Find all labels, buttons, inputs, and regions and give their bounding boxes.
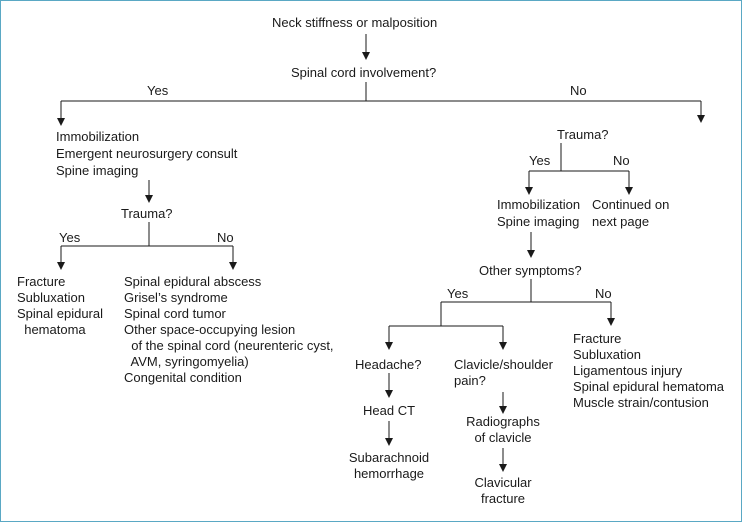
yes-label-left: Yes bbox=[59, 230, 81, 245]
left-management-line-3: Spine imaging bbox=[56, 163, 139, 178]
clavicular-fracture-line-1: Clavicular bbox=[474, 475, 532, 490]
head-ct: Head CT bbox=[363, 403, 416, 418]
left-yes-item-2: Subluxation bbox=[17, 290, 85, 305]
radiographs-line-2: of clavicle bbox=[474, 430, 532, 445]
no-label-right: No bbox=[613, 153, 630, 168]
yes-label-other: Yes bbox=[447, 286, 469, 301]
left-no-item-3: Spinal cord tumor bbox=[124, 306, 226, 321]
left-no-item-2: Grisel’s syndrome bbox=[124, 290, 228, 305]
right-no-item-2: Subluxation bbox=[573, 347, 641, 362]
spinal-cord-question: Spinal cord involvement? bbox=[291, 65, 437, 80]
start-node: Neck stiffness or malposition bbox=[272, 15, 438, 30]
left-yes-item-1: Fracture bbox=[17, 274, 66, 289]
left-yes-item-3: Spinal epidural bbox=[17, 306, 104, 321]
sah-line-1: Subarachnoid bbox=[348, 450, 430, 465]
left-no-item-7: Congenital condition bbox=[124, 370, 242, 385]
trauma-question-left: Trauma? bbox=[121, 206, 173, 221]
other-symptoms-question: Other symptoms? bbox=[479, 263, 582, 278]
clavicular-fracture-line-2: fracture bbox=[480, 491, 526, 506]
right-no-item-5: Muscle strain/contusion bbox=[573, 395, 709, 410]
left-no-item-1: Spinal epidural abscess bbox=[124, 274, 262, 289]
left-management-line-2: Emergent neurosurgery consult bbox=[56, 146, 238, 161]
continued-line-1: Continued on bbox=[592, 197, 670, 212]
left-no-item-5: of the spinal cord (neurenteric cyst, bbox=[124, 338, 334, 353]
sah-line-2: hemorrhage bbox=[353, 466, 425, 481]
yes-label-right: Yes bbox=[529, 153, 551, 168]
continued-line-2: next page bbox=[592, 214, 650, 229]
right-no-item-3: Ligamentous injury bbox=[573, 363, 683, 378]
no-label-left: No bbox=[217, 230, 234, 245]
clavicle-question-line-2: pain? bbox=[454, 373, 486, 388]
right-yes-line-1: Immobilization bbox=[497, 197, 581, 212]
headache-question: Headache? bbox=[355, 357, 422, 372]
radiographs-line-1: Radiographs bbox=[466, 414, 540, 429]
no-label-top: No bbox=[570, 83, 587, 98]
right-no-item-1: Fracture bbox=[573, 331, 622, 346]
right-yes-line-2: Spine imaging bbox=[497, 214, 580, 229]
left-no-item-4: Other space-occupying lesion bbox=[124, 322, 296, 337]
trauma-question-right: Trauma? bbox=[557, 127, 609, 142]
right-no-item-4: Spinal epidural hematoma bbox=[573, 379, 725, 394]
no-label-other: No bbox=[595, 286, 612, 301]
left-yes-item-4: hematoma bbox=[17, 322, 86, 337]
left-no-item-6: AVM, syringomyelia) bbox=[124, 354, 249, 369]
clavicle-question-line-1: Clavicle/shoulder bbox=[454, 357, 553, 372]
yes-label-top: Yes bbox=[147, 83, 169, 98]
left-management-line-1: Immobilization bbox=[56, 129, 140, 144]
